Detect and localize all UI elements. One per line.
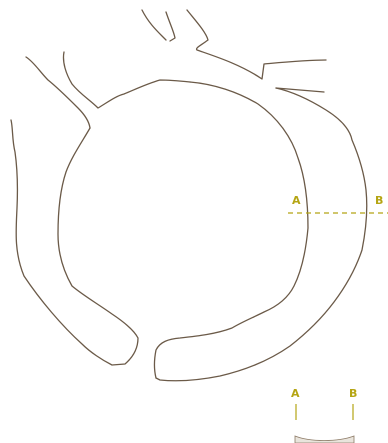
section-label-a-top: A (292, 194, 301, 207)
central-chamber-right-arc (155, 82, 309, 378)
upper-right-branch-outer (187, 10, 326, 79)
upper-left-duct-inner (63, 52, 190, 108)
upper-tube-left-wall (142, 10, 166, 40)
cross-section-profile (295, 436, 354, 443)
section-label-b-bottom: B (349, 387, 357, 400)
section-label-b-top: B (375, 194, 383, 207)
section-label-a-bottom: A (291, 387, 300, 400)
upper-tube-right-wall (166, 12, 175, 41)
central-chamber-wall (11, 120, 138, 365)
